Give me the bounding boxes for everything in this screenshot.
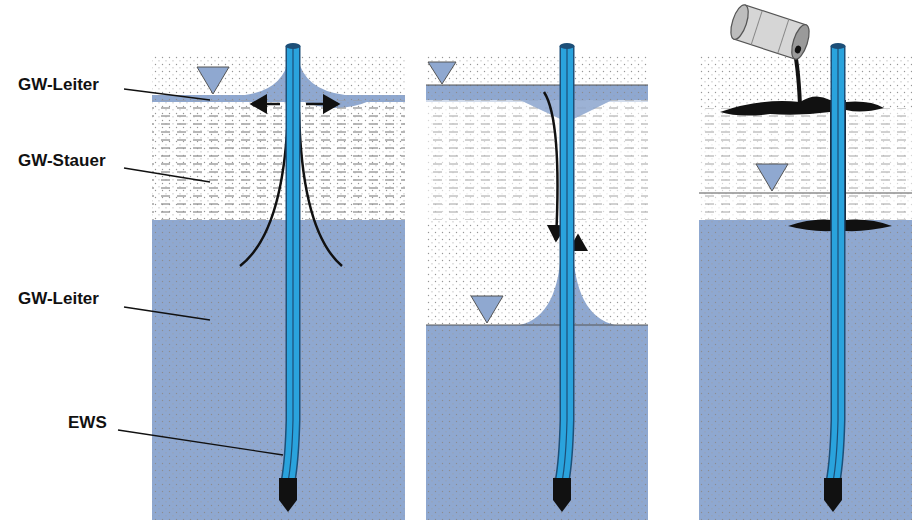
probe-tip	[279, 478, 297, 512]
probe-tip	[824, 478, 842, 512]
probe-divider	[562, 46, 567, 482]
layer-label: GW-Leiter	[18, 76, 99, 95]
panel-artesian	[152, 55, 405, 520]
probe-tube	[288, 46, 293, 482]
panel-drained	[426, 55, 648, 520]
layer-label: EWS	[68, 414, 107, 433]
probe-outline	[562, 46, 567, 482]
leader-lines	[118, 89, 283, 455]
probe-opening	[286, 43, 301, 49]
probe-group	[279, 43, 846, 512]
panel-contamination	[699, 55, 912, 520]
probe-divider	[833, 46, 838, 482]
probe-tip	[553, 478, 571, 512]
layer-label: GW-Leiter	[18, 290, 99, 309]
probe-opening	[560, 43, 575, 49]
probe-tube	[562, 46, 567, 482]
layer-label: GW-Stauer	[18, 152, 106, 171]
probe-outline	[288, 46, 293, 482]
probe-opening	[831, 43, 846, 49]
probe-tube	[833, 46, 838, 482]
oil-barrel	[727, 3, 812, 105]
probe-divider	[288, 46, 293, 482]
probe-outline	[833, 46, 838, 482]
